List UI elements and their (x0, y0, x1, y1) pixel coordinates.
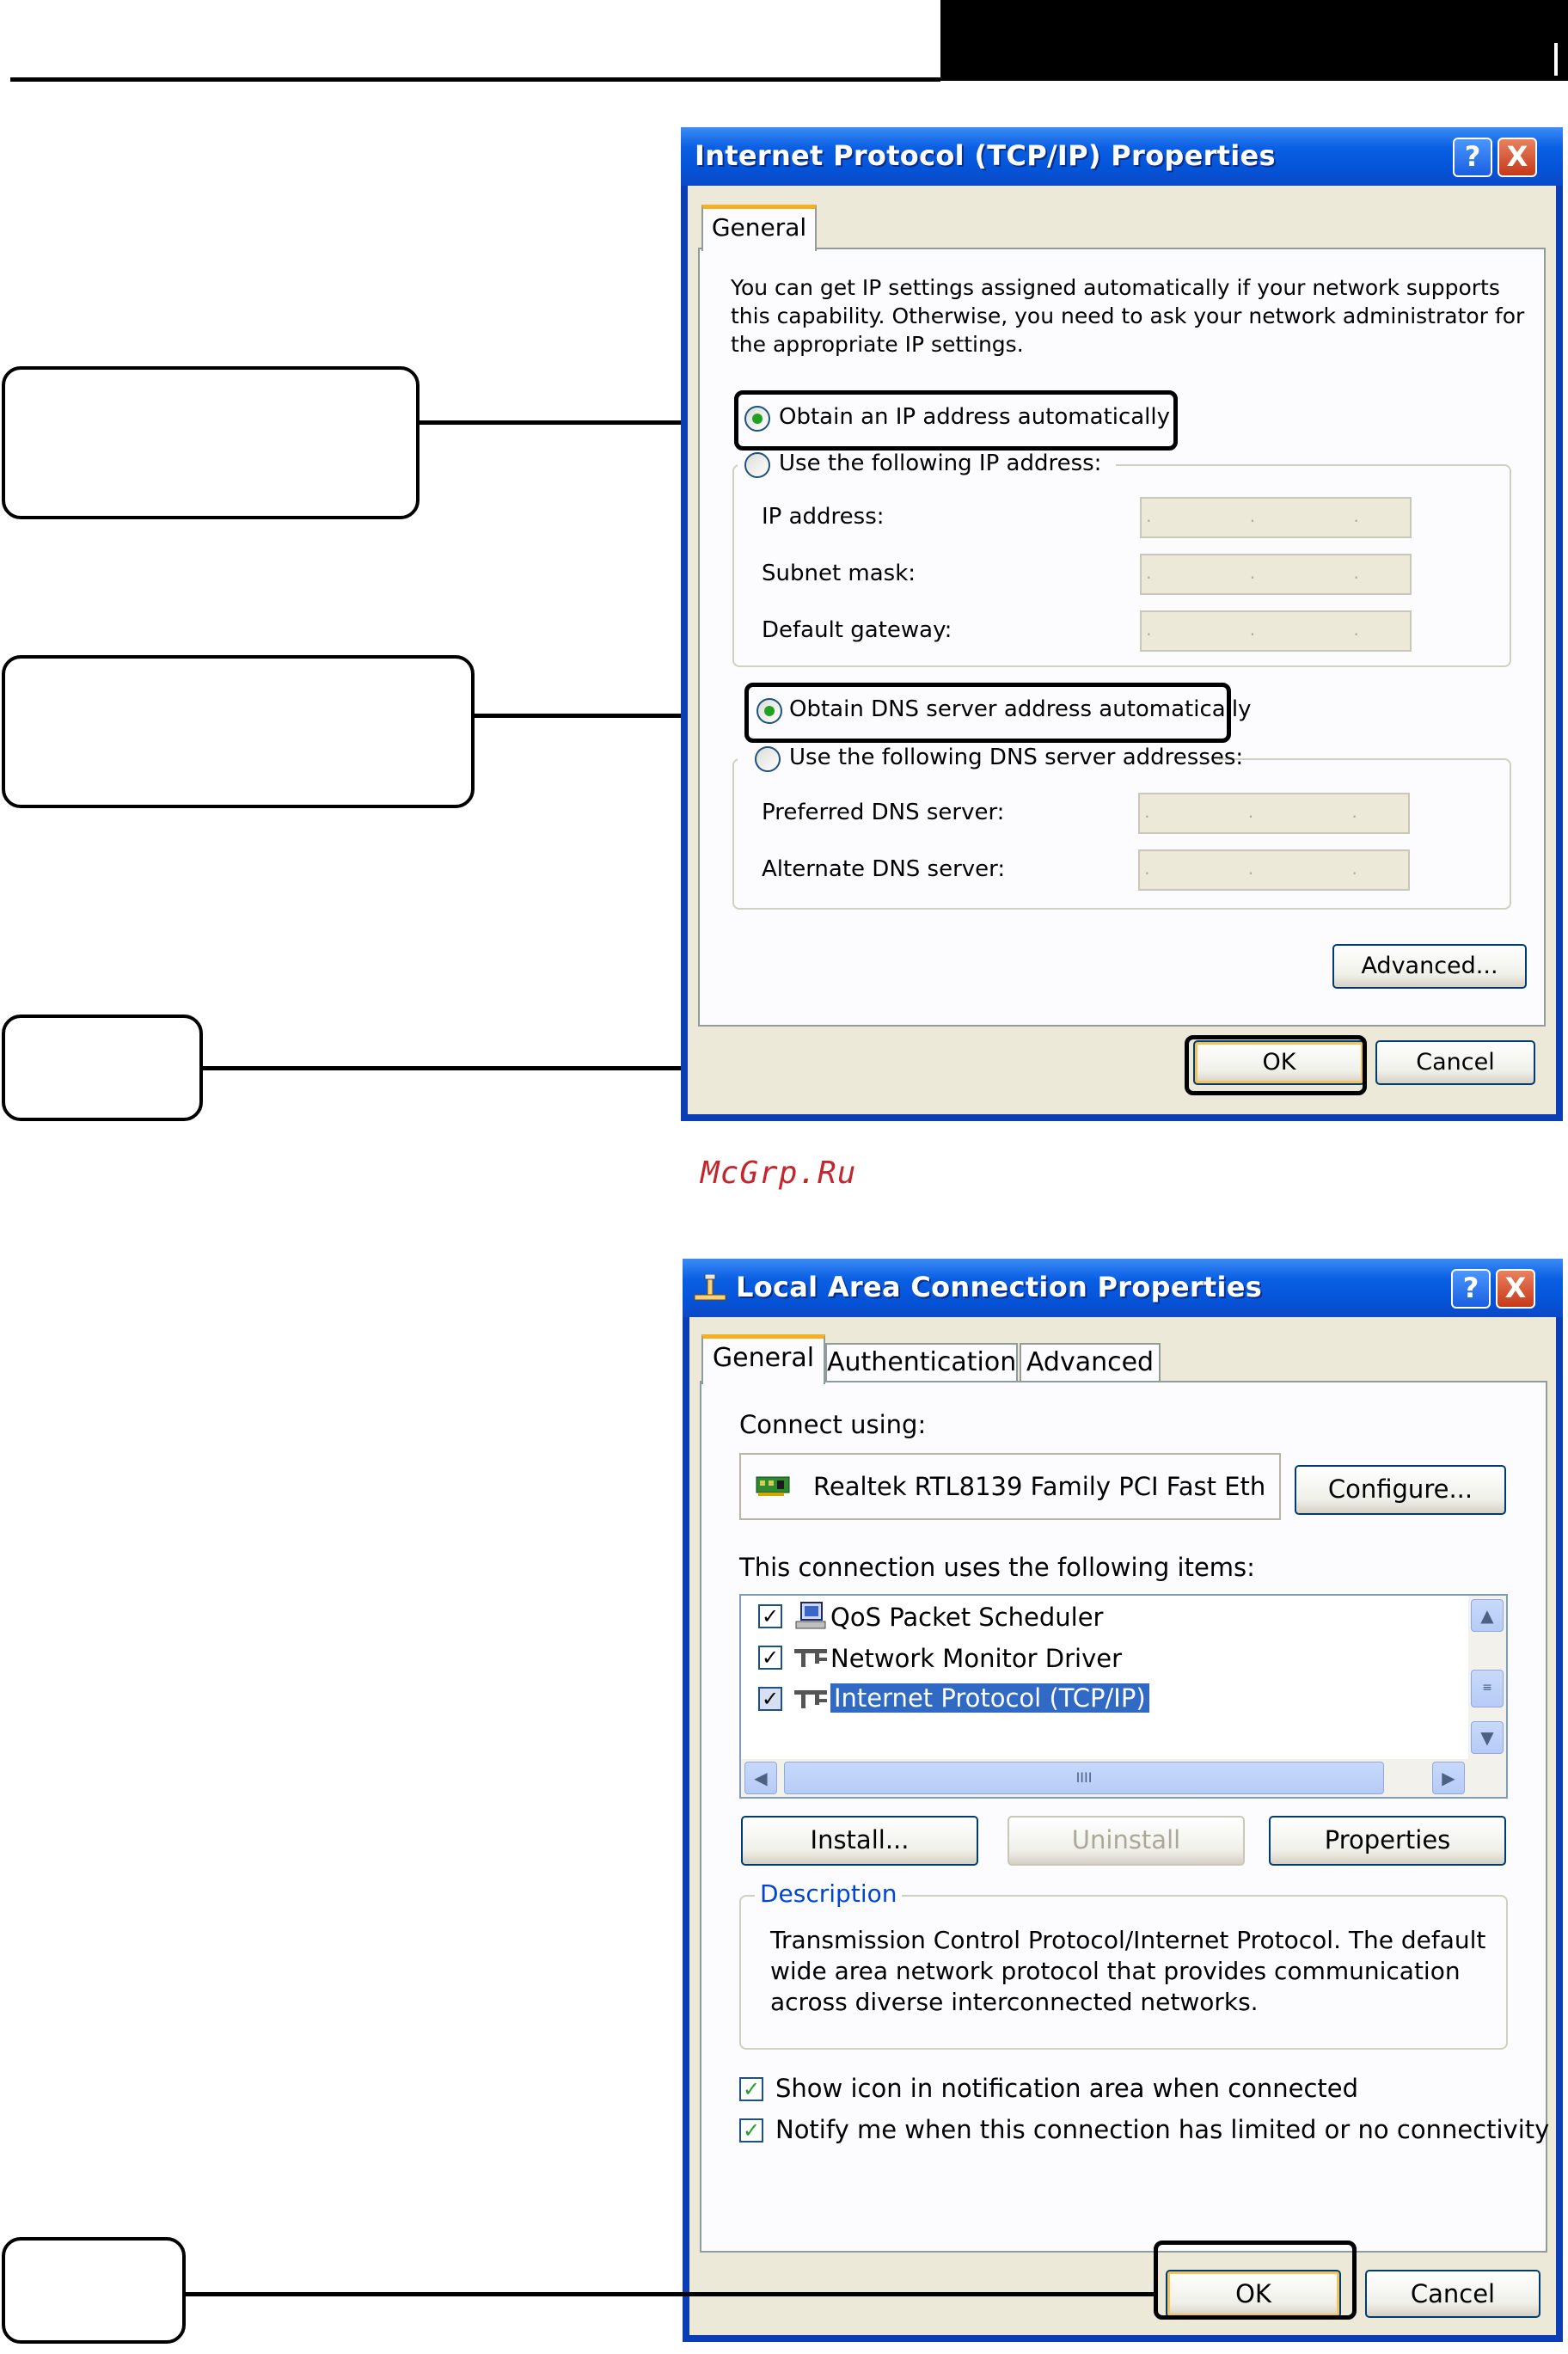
description-line-1: Transmission Control Protocol/Internet P… (770, 1926, 1486, 1954)
scroll-left-icon[interactable]: ◀ (744, 1762, 777, 1794)
adapter-box: Realtek RTL8139 Family PCI Fast Eth (739, 1453, 1281, 1520)
description-line-1: You can get IP settings assigned automat… (731, 275, 1500, 300)
ip-address-field[interactable]: . . . (1140, 497, 1412, 538)
description-group-label: Description (755, 1879, 903, 1908)
tab-general[interactable]: General (701, 1334, 825, 1384)
page-header-rule (10, 77, 940, 82)
help-icon[interactable]: ? (1453, 138, 1492, 177)
page-header-mark (1554, 43, 1558, 76)
item-label-netmon[interactable]: Network Monitor Driver (830, 1644, 1122, 1673)
lan-properties-window: Local Area Connection Properties ? X Gen… (683, 1259, 1563, 2342)
close-icon[interactable]: X (1498, 138, 1537, 177)
item-label-qos[interactable]: QoS Packet Scheduler (830, 1603, 1104, 1632)
notify-checkbox[interactable]: ✓ (739, 2118, 763, 2143)
callout-box-ok-1 (2, 1015, 203, 1121)
general-tab-panel: You can get IP settings assigned automat… (698, 248, 1546, 1027)
radio-obtain-dns-auto-label[interactable]: Obtain DNS server address automatically (789, 696, 1252, 722)
tab-authentication[interactable]: Authentication (825, 1343, 1018, 1382)
radio-use-dns[interactable] (755, 746, 781, 772)
connector-line-ok-2 (186, 2292, 1157, 2296)
tcpip-title-bar: Internet Protocol (TCP/IP) Properties ? … (681, 127, 1563, 186)
network-protocol-icon (794, 1690, 827, 1708)
callout-box-ok-2 (2, 2237, 186, 2344)
radio-use-dns-label[interactable]: Use the following DNS server addresses: (789, 745, 1244, 770)
vertical-scrollbar[interactable]: ▲ ≡ ▼ (1468, 1596, 1506, 1759)
uninstall-button[interactable]: Uninstall (1008, 1816, 1245, 1866)
window-title: Internet Protocol (TCP/IP) Properties (695, 139, 1276, 172)
ip-address-label: IP address: (762, 504, 885, 530)
description-line-3: the appropriate IP settings. (731, 332, 1024, 357)
network-adapter-icon (756, 1476, 790, 1496)
item-checkbox-qos[interactable]: ✓ (758, 1604, 782, 1628)
description-line-3: across diverse interconnected networks. (770, 1988, 1259, 2016)
highlight-ok-1 (1185, 1035, 1367, 1095)
item-checkbox-netmon[interactable]: ✓ (758, 1646, 782, 1670)
network-connection-icon (694, 1274, 726, 1301)
adapter-name: Realtek RTL8139 Family PCI Fast Eth (813, 1472, 1266, 1501)
ip-address-group (732, 464, 1511, 667)
dns-group-label-bg (738, 741, 1219, 777)
cancel-button[interactable]: Cancel (1375, 1040, 1535, 1085)
subnet-mask-label: Subnet mask: (762, 561, 916, 586)
connect-using-label: Connect using: (739, 1410, 927, 1439)
close-icon[interactable]: X (1496, 1269, 1535, 1309)
scroll-up-icon[interactable]: ▲ (1471, 1599, 1504, 1632)
ok-button[interactable]: OK (1193, 1040, 1365, 1085)
description-line-2: wide area network protocol that provides… (770, 1957, 1461, 1985)
tab-advanced[interactable]: Advanced (1020, 1343, 1161, 1382)
highlight-obtain-ip (734, 390, 1178, 451)
components-list[interactable]: ✓ QoS Packet Scheduler ✓ Network Monitor… (739, 1594, 1508, 1799)
default-gateway-field[interactable]: . . . (1140, 610, 1412, 652)
help-icon[interactable]: ? (1451, 1269, 1491, 1309)
callout-box-ip (2, 366, 420, 519)
tcpip-properties-window: Internet Protocol (TCP/IP) Properties ? … (681, 127, 1563, 1121)
radio-obtain-dns-auto[interactable] (756, 698, 782, 724)
qos-scheduler-icon (795, 1602, 826, 1629)
page-header-block (940, 0, 1568, 81)
description-group (739, 1895, 1508, 2050)
connector-line-dns (475, 714, 746, 718)
window-title: Local Area Connection Properties (736, 1271, 1263, 1303)
radio-use-ip-label[interactable]: Use the following IP address: (779, 451, 1102, 476)
callout-box-dns (2, 655, 475, 808)
highlight-obtain-dns (744, 683, 1231, 743)
lan-title-bar: Local Area Connection Properties ? X (683, 1259, 1563, 1317)
lan-client-area: General Authentication Advanced Connect … (689, 1317, 1556, 2335)
item-label-tcpip[interactable]: Internet Protocol (TCP/IP) (830, 1683, 1150, 1713)
alternate-dns-field[interactable]: . . . (1138, 849, 1410, 891)
highlight-ok-2 (1154, 2241, 1357, 2320)
general-tab-panel: Connect using: Realtek RTL8139 Family PC… (700, 1381, 1550, 2253)
network-protocol-icon (794, 1649, 827, 1667)
install-button[interactable]: Install... (741, 1816, 978, 1866)
items-label: This connection uses the following items… (739, 1553, 1255, 1582)
properties-button[interactable]: Properties (1269, 1816, 1506, 1866)
radio-use-ip[interactable] (744, 452, 770, 478)
watermark-text: McGrp.Ru (701, 1156, 857, 1191)
ip-group-label-bg (738, 447, 1116, 483)
configure-button[interactable]: Configure... (1295, 1465, 1506, 1515)
cancel-button[interactable]: Cancel (1365, 2270, 1540, 2318)
tcpip-client-area: General You can get IP settings assigned… (688, 186, 1556, 1114)
alternate-dns-label: Alternate DNS server: (762, 856, 1006, 882)
scroll-down-icon[interactable]: ▼ (1471, 1721, 1504, 1754)
description-line-2: this capability. Otherwise, you need to … (731, 303, 1525, 328)
advanced-button[interactable]: Advanced... (1332, 944, 1527, 989)
notify-label[interactable]: Notify me when this connection has limit… (775, 2115, 1550, 2144)
radio-obtain-ip-auto[interactable] (744, 406, 770, 432)
connector-line-ip (420, 420, 736, 425)
subnet-mask-field[interactable]: . . . (1140, 554, 1412, 595)
show-icon-checkbox[interactable]: ✓ (739, 2077, 763, 2101)
preferred-dns-label: Preferred DNS server: (762, 800, 1005, 825)
scroll-right-icon[interactable]: ▶ (1432, 1762, 1465, 1794)
show-icon-label[interactable]: Show icon in notification area when conn… (775, 2074, 1359, 2103)
preferred-dns-field[interactable]: . . . (1138, 793, 1410, 834)
item-checkbox-tcpip[interactable]: ✓ (758, 1687, 782, 1711)
default-gateway-label: Default gateway: (762, 617, 952, 643)
tab-general[interactable]: General (701, 205, 817, 251)
scroll-thumb-horizontal[interactable]: IIII (784, 1762, 1384, 1794)
radio-obtain-ip-auto-label[interactable]: Obtain an IP address automatically (779, 404, 1171, 430)
scroll-thumb-vertical[interactable]: ≡ (1471, 1670, 1504, 1707)
horizontal-scrollbar[interactable]: ◀ IIII ▶ (741, 1759, 1506, 1797)
